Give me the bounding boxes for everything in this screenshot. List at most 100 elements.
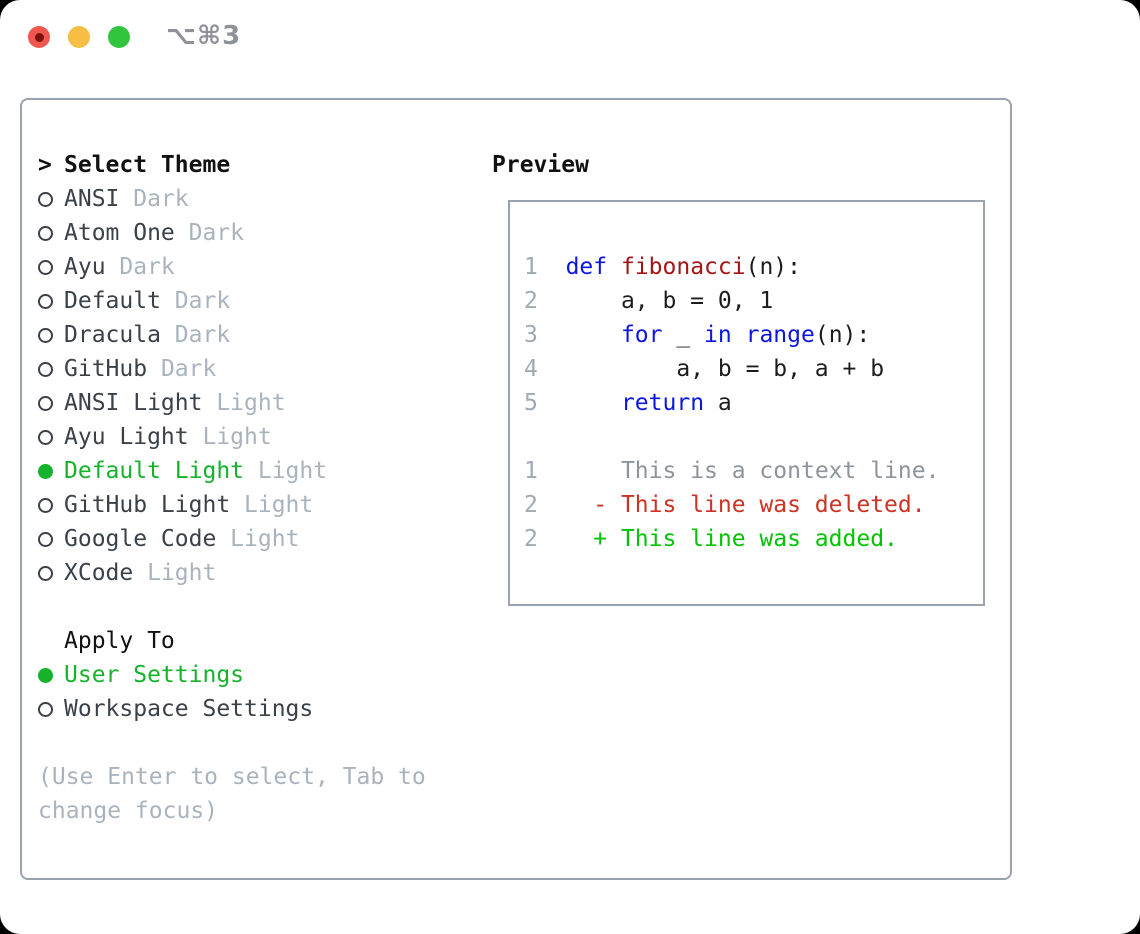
option-prefix [38, 565, 64, 581]
option-label: User Settings [64, 662, 245, 688]
theme-variant-label: Light [244, 458, 328, 484]
apply-option-workspace-settings[interactable]: Workspace Settings [38, 692, 474, 726]
theme-variant-label: Dark [160, 322, 231, 348]
option-label: GitHub [64, 356, 148, 382]
code-line [524, 420, 983, 454]
unsaved-indicator-icon [34, 32, 44, 42]
theme-option-atom-one[interactable]: Atom One Dark [38, 216, 474, 250]
option-prefix [38, 667, 64, 683]
code-line: 4 a, b = b, a + b [524, 356, 885, 382]
radio-icon [38, 701, 53, 717]
code-line: 1 This is a context line. [524, 458, 940, 484]
theme-variant-label: Light [216, 526, 300, 552]
spacer [38, 726, 474, 760]
theme-option-google-code[interactable]: Google Code Light [38, 522, 474, 556]
option-label: Ayu [64, 254, 106, 280]
theme-option-xcode[interactable]: XCode Light [38, 556, 474, 590]
preview-code: 1 def fibonacci(n): 2 a, b = 0, 1 3 for _ … [524, 250, 983, 556]
option-prefix [38, 361, 64, 377]
theme-option-github-light[interactable]: GitHub Light Light [38, 488, 474, 522]
option-label: Google Code [64, 526, 217, 552]
radio-selected-icon [38, 667, 53, 683]
option-prefix [38, 497, 64, 513]
titlebar[interactable]: ⌥⌘3 [0, 0, 1140, 75]
theme-option-dracula[interactable]: Dracula Dark [38, 318, 474, 352]
theme-option-ayu[interactable]: Ayu Dark [38, 250, 474, 284]
select-theme-title: Select Theme [64, 152, 231, 178]
radio-icon [38, 395, 53, 411]
option-prefix [38, 531, 64, 547]
option-prefix [38, 225, 64, 241]
radio-icon [38, 191, 53, 207]
preview-title: Preview [492, 152, 589, 178]
radio-icon [38, 293, 53, 309]
option-label: Ayu Light [64, 424, 189, 450]
theme-variant-label: Dark [105, 254, 175, 280]
preview-box: 1 def fibonacci(n): 2 a, b = 0, 1 3 for _ … [508, 200, 985, 606]
option-prefix [38, 463, 64, 479]
option-prefix [38, 429, 64, 445]
apply-to-header: Apply To [38, 624, 474, 658]
active-section-caret: > [38, 152, 52, 178]
theme-option-default-light[interactable]: Default Light Light [38, 454, 474, 488]
theme-option-ayu-light[interactable]: Ayu Light Light [38, 420, 474, 454]
theme-option-default[interactable]: Default Dark [38, 284, 474, 318]
theme-variant-label: Light [230, 492, 314, 518]
radio-icon [38, 531, 53, 547]
radio-icon [38, 225, 53, 241]
option-label: Default [64, 288, 161, 314]
apply-to-title: Apply To [64, 628, 175, 654]
code-line: 5 return a [524, 390, 732, 416]
theme-variant-label: Light [202, 390, 286, 416]
radio-icon [38, 327, 53, 343]
option-prefix [38, 701, 64, 717]
theme-variant-label: Dark [119, 186, 189, 212]
option-prefix [38, 293, 64, 309]
code-line: 2 + This line was added. [524, 526, 898, 552]
radio-icon [38, 429, 53, 445]
radio-icon [38, 565, 53, 581]
window-controls [28, 26, 130, 48]
help-text: (Use Enter to select, Tab to change focu… [38, 764, 426, 824]
theme-variant-label: Dark [160, 288, 231, 314]
option-label: ANSI Light [64, 390, 203, 416]
option-label: GitHub Light [64, 492, 231, 518]
spacer [38, 590, 474, 624]
option-prefix [38, 395, 64, 411]
theme-variant-label: Light [188, 424, 272, 450]
option-label: ANSI [64, 186, 120, 212]
theme-variant-label: Dark [147, 356, 217, 382]
option-prefix [38, 327, 64, 343]
theme-option-ansi-light[interactable]: ANSI Light Light [38, 386, 474, 420]
code-line: 1 def fibonacci(n): [524, 254, 801, 280]
select-theme-header: > Select Theme [38, 148, 474, 182]
window-title: ⌥⌘3 [166, 21, 242, 51]
minimize-button[interactable] [68, 26, 90, 48]
option-label: Dracula [64, 322, 161, 348]
code-line: 2 a, b = 0, 1 [524, 288, 774, 314]
preview-header: Preview [492, 148, 1010, 182]
apply-option-user-settings[interactable]: User Settings [38, 658, 474, 692]
preview-column: Preview 1 def fibonacci(n): 2 a, b = 0, 1… [474, 100, 1010, 878]
theme-option-github[interactable]: GitHub Dark [38, 352, 474, 386]
radio-selected-icon [38, 463, 53, 479]
option-prefix [38, 259, 64, 275]
theme-variant-label: Light [133, 560, 217, 586]
theme-variant-label: Dark [174, 220, 245, 246]
radio-icon [38, 361, 53, 377]
code-line: 3 for _ in range(n): [524, 322, 871, 348]
zoom-button[interactable] [108, 26, 130, 48]
radio-icon [38, 497, 53, 513]
radio-icon [38, 259, 53, 275]
option-prefix [38, 191, 64, 207]
option-label: Atom One [64, 220, 175, 246]
close-button[interactable] [28, 26, 50, 48]
option-label: XCode [64, 560, 134, 586]
theme-option-ansi[interactable]: ANSI Dark [38, 182, 474, 216]
code-line: 2 - This line was deleted. [524, 492, 926, 518]
